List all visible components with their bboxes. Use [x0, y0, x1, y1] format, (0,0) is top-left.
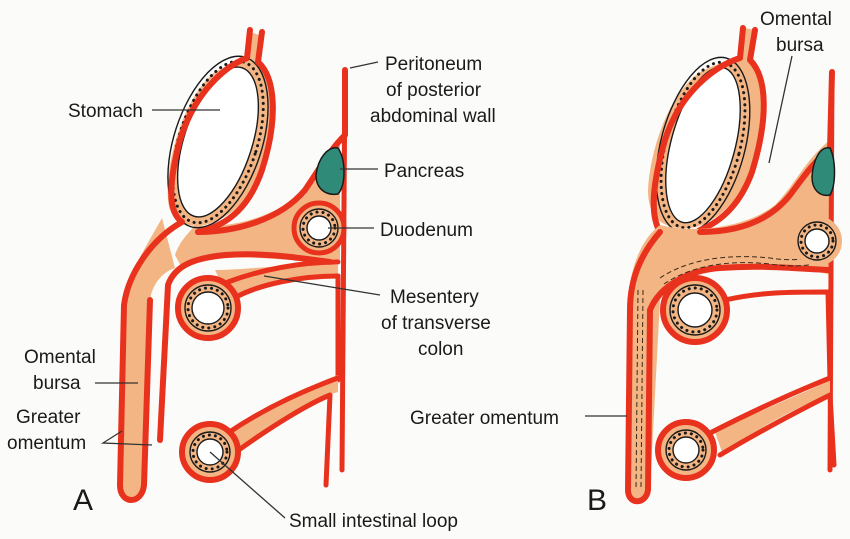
transverse-colon-a [175, 259, 341, 341]
peritoneum-leader [349, 61, 379, 69]
fusion-line-2 [640, 289, 644, 489]
mesocolon-edge-b [722, 289, 833, 383]
transverse-colon-b [660, 275, 730, 345]
mesentery-leader [263, 275, 381, 296]
duodenum-b [792, 216, 842, 266]
label-greater-omentum-b: Greater omentum [410, 408, 559, 429]
label-pancreas: Pancreas [384, 161, 464, 182]
small-intestine-leader [209, 451, 286, 519]
label-omental-bursa-a-1: Omental [24, 347, 96, 368]
stomach-peritoneum-a-right [195, 29, 276, 235]
stomach-peritoneum-b [650, 25, 746, 235]
mesocolon-lower-b [647, 263, 831, 313]
panel-label-a: A [73, 484, 93, 517]
label-duodenum: Duodenum [380, 220, 473, 241]
pancreas-a [315, 147, 345, 196]
label-greater-omentum-a-2: omentum [7, 433, 86, 454]
omental-bursa-lining-a [195, 67, 348, 235]
label-omental-bursa-a-2: bursa [33, 373, 81, 394]
panel-a: Stomach Peritoneum of posterior abdomina… [7, 27, 496, 532]
stomach-peritoneum-a [117, 27, 253, 503]
pancreas-b [811, 147, 836, 197]
label-mesentery-2: of transverse [381, 313, 491, 334]
panel-label-b: B [587, 484, 607, 517]
fusion-line-4 [663, 261, 823, 285]
label-greater-omentum-a-1: Greater [16, 407, 81, 428]
label-peritoneum-2: of posterior [386, 80, 482, 101]
label-omental-bursa-b-1: Omental [760, 9, 832, 30]
label-peritoneum-3: abdominal wall [370, 106, 496, 127]
panel-b: Omental bursa Greater omentum B [410, 9, 842, 517]
duodenum-a [291, 200, 347, 256]
fusion-line-1 [635, 289, 639, 491]
label-stomach: Stomach [68, 101, 143, 122]
label-peritoneum-1: Peritoneum [385, 54, 482, 75]
label-small-intestinal-loop: Small intestinal loop [289, 511, 458, 532]
posterior-wall-a [339, 67, 348, 473]
greater-omentum-outer-b [625, 229, 663, 505]
lesser-sac-inner-a [157, 251, 333, 443]
fusion-line-3 [659, 254, 821, 279]
label-omental-bursa-b-2: bursa [776, 35, 824, 56]
greater-omentum-leader-a [100, 430, 153, 446]
omental-bursa-leader-b [768, 55, 793, 164]
stomach-peritoneum-b-right [697, 27, 767, 233]
small-intestine-a [179, 375, 341, 488]
fused-omentum-b [628, 140, 830, 502]
label-mesentery-1: Mesentery [390, 287, 479, 308]
label-mesentery-3: colon [418, 339, 463, 360]
small-intestine-b [655, 375, 837, 481]
